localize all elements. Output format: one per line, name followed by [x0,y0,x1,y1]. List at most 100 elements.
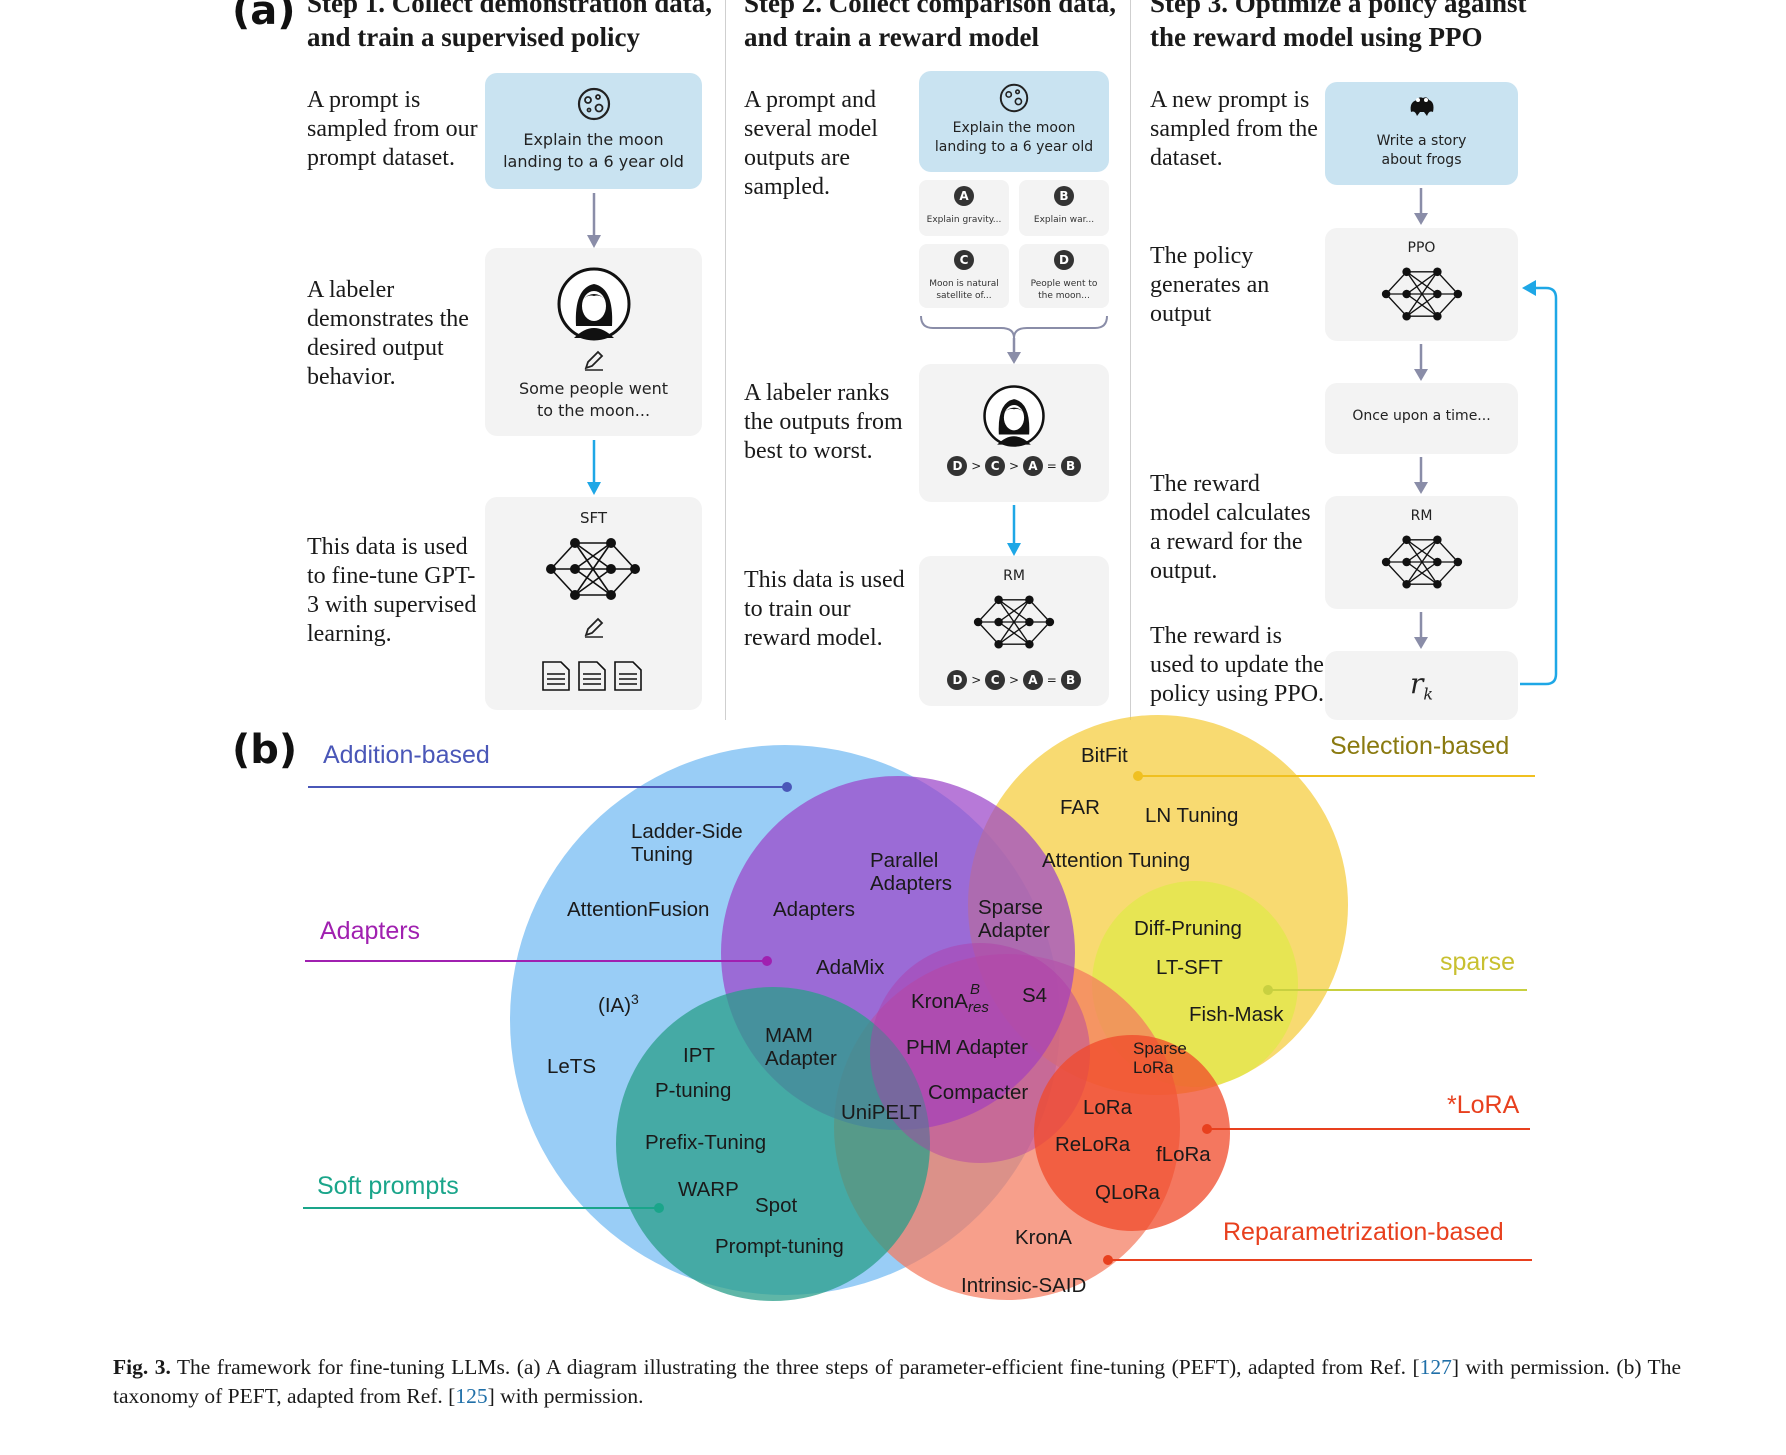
step3-title: Step 3. Optimize a policy against the re… [1150,0,1527,54]
labeler-avatar-icon [557,267,631,341]
method-text: Adapter [978,919,1050,942]
text-line: demonstrates the [307,306,469,332]
method-text: Tuning [631,843,693,866]
step2-desc1: A prompt and several model outputs are s… [744,86,878,202]
text-line: learning. [307,621,392,647]
method-text: Sparse [1133,1039,1187,1058]
method-text: Adapters [870,872,953,895]
rank-badge: A [1022,456,1043,476]
method-ladder-side-tuning: Ladder-Side Tuning [631,820,743,866]
caption-text: The framework for fine-tuning LLMs. (a) … [170,1355,1420,1379]
option-card-b: B Explain war... [1019,180,1109,236]
method-fish-mask: Fish-Mask [1189,1003,1284,1026]
text-line: to train our [744,596,851,622]
text-line: The reward is [1150,623,1282,649]
step1-title-line2: and train a supervised policy [307,22,641,52]
caption-reference-link[interactable]: 125 [455,1384,488,1408]
pencil-icon [584,617,604,638]
method-subscript: res [967,999,989,1016]
arrow-down-icon [1414,457,1428,494]
sft-label: SFT [579,509,608,527]
text-line: reward model. [744,625,883,651]
method-attentionfusion: AttentionFusion [567,898,710,921]
text-line: output [1150,301,1212,327]
step2-rank-card: D > C > A = B [919,364,1109,502]
text-line: 3 with supervised [307,592,477,618]
text-line: behavior. [307,364,396,390]
labeler-avatar-icon [983,385,1045,447]
text-line: A labeler ranks [744,380,890,406]
reward-r: r [1409,667,1424,700]
category-lora: *LoRA [1447,1091,1520,1119]
category-leader-lines [303,771,1535,1265]
category-reparametrization-based: Reparametrization-based [1223,1218,1504,1246]
step3-prompt-card: Write a story about frogs [1325,82,1518,185]
frog-icon [1410,97,1434,116]
panel-b-label: (b) [232,727,298,773]
step1-desc3: This data is used to fine-tune GPT- 3 wi… [307,533,476,649]
method-mam-adapter: MAM Adapter [765,1024,837,1070]
step2-rm-card: RM D > C > A = B [919,556,1109,706]
text-line: The reward [1150,471,1260,497]
step2-title-line1: Step 2. Collect comparison data, [744,0,1116,18]
method-text: LoRa [1133,1058,1174,1077]
documents-icon [542,661,642,691]
rank-operator: > [971,673,982,687]
option-badge: D [1054,250,1074,270]
rank-badge: B [1060,670,1081,690]
step3-title-line2: the reward model using PPO [1150,22,1483,52]
step2-title: Step 2. Collect comparison data, and tra… [744,0,1116,54]
method-parallel-adapters: Parallel Adapters [870,849,952,895]
step1-sft-card: SFT [485,497,702,710]
text-line: several model [744,116,878,142]
option-text: Explain war... [1033,215,1095,225]
category-adapters: Adapters [320,917,421,945]
text-line: a reward for the [1150,529,1303,555]
method-relora: ReLoRa [1055,1133,1131,1156]
step3-ppo-card: PPO [1325,228,1518,341]
prompt-text: landing to a 6 year old [503,152,684,171]
demo-text: Some people went [518,379,669,398]
arrow-down-icon [1414,612,1428,649]
step1-desc1: A prompt is sampled from our prompt data… [307,86,478,173]
method-prefix-tuning: Prefix-Tuning [645,1131,767,1154]
ppo-label: PPO [1407,240,1436,256]
panel-a-label: (a) [232,0,296,34]
method-phm-adapter: PHM Adapter [906,1036,1028,1059]
text-line: best to worst. [744,438,873,464]
method-text: Ladder-Side [631,820,743,843]
arrow-down-icon [587,193,601,248]
step2-prompt-card: Explain the moon landing to a 6 year old [919,71,1109,172]
rank-badge: C [985,670,1006,690]
soft-prompts-circle [616,987,930,1301]
ranking-row: D > C > A = B [919,456,1109,476]
neural-network-icon [973,595,1055,649]
method-unipelt: UniPELT [841,1101,922,1124]
text-line: output. [1150,558,1218,584]
rank-badge: C [985,456,1006,476]
text-line: A labeler [307,277,395,303]
method-far: FAR [1060,796,1100,819]
option-text: satellite of... [936,291,992,301]
step1-title: Step 1. Collect demonstration data, and … [307,0,712,54]
option-badge: B [1054,186,1074,206]
text-line: sampled from the [1150,116,1318,142]
caption-reference-link[interactable]: 127 [1419,1355,1452,1379]
step3-title-line1: Step 3. Optimize a policy against [1150,0,1527,18]
prompt-text: Explain the moon [523,130,664,149]
moon-icon [999,83,1029,113]
category-soft-prompts: Soft prompts [317,1172,459,1200]
text-line: to fine-tune GPT- [307,563,476,589]
rank-operator: = [1046,459,1057,473]
step3-desc4: The reward is used to update the policy … [1150,622,1324,709]
method-superscript: 3 [631,991,639,1007]
method-text: KronA [911,990,968,1013]
arrow-down-icon [1414,188,1428,225]
figure-caption: Fig. 3. The framework for fine-tuning LL… [113,1353,1681,1411]
step2-desc3: This data is used to train our reward mo… [744,566,905,653]
step1-title-line1: Step 1. Collect demonstration data, [307,0,712,18]
reward-subscript: k [1423,684,1434,704]
rank-operator: > [971,459,982,473]
method-flora: fLoRa [1156,1143,1211,1166]
